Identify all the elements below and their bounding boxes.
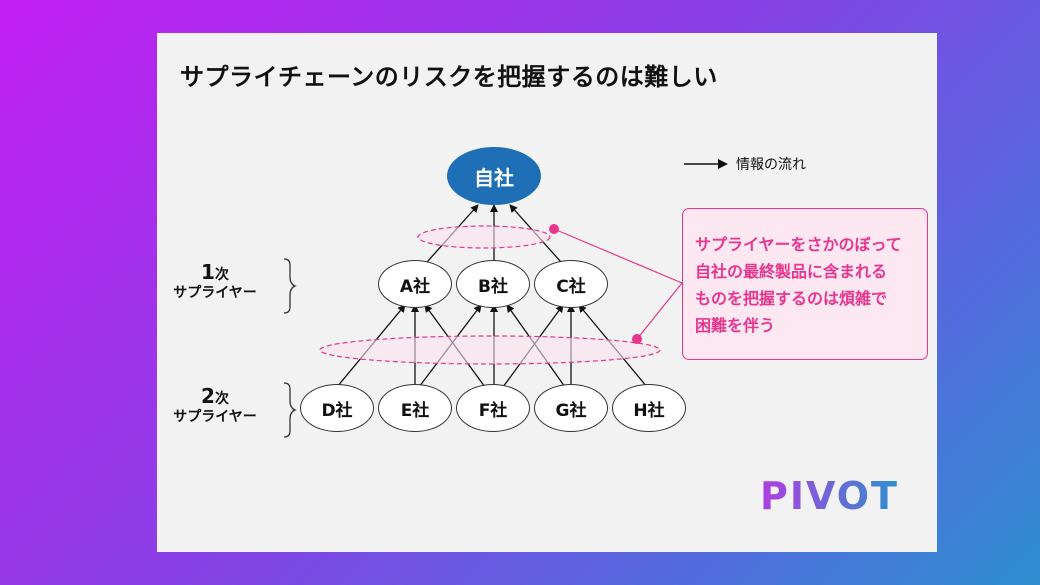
tier2-suffix: 次 bbox=[214, 391, 229, 407]
arrow-right-icon bbox=[684, 159, 728, 169]
slide-title: サプライチェーンのリスクを把握するのは難しい bbox=[180, 63, 718, 91]
callout-line: サプライヤーをさかのぼって bbox=[695, 235, 902, 254]
tier1-text: サプライヤー bbox=[173, 285, 257, 301]
node-self: 自社 bbox=[447, 147, 541, 205]
pivot-logo: PIVOT bbox=[760, 474, 908, 518]
tier1-brace bbox=[283, 258, 297, 314]
tier2-number: 2 bbox=[201, 384, 215, 408]
tier2-label: 2次 サプライヤー bbox=[159, 384, 271, 426]
callout-connectors bbox=[553, 228, 683, 340]
node-f: F社 bbox=[456, 384, 530, 432]
callout-line: ものを把握するのは煩雑で bbox=[695, 289, 888, 308]
logo-text: PIVOT bbox=[760, 474, 899, 518]
node-h: H社 bbox=[612, 384, 686, 432]
node-a: A社 bbox=[378, 260, 452, 308]
connector-dot-lower bbox=[632, 334, 642, 344]
tier1-suffix: 次 bbox=[214, 267, 229, 283]
pivot-logo-mark: PIVOT bbox=[760, 474, 899, 518]
supply-chain-diagram bbox=[283, 204, 683, 438]
tier1-number: 1 bbox=[201, 260, 215, 284]
node-e: E社 bbox=[378, 384, 452, 432]
node-b: B社 bbox=[456, 260, 530, 308]
tier2-brace bbox=[283, 382, 297, 438]
slide: サプライチェーンのリスクを把握するのは難しい bbox=[157, 33, 937, 552]
callout-box: サプライヤーをさかのぼって 自社の最終製品に含まれる ものを把握するのは煩雑で … bbox=[682, 208, 928, 360]
node-g: G社 bbox=[534, 384, 608, 432]
node-d: D社 bbox=[300, 384, 374, 432]
highlight-ellipse-upper bbox=[417, 225, 551, 249]
callout-line: 自社の最終製品に含まれる bbox=[695, 262, 888, 281]
connector-dot-upper bbox=[549, 224, 559, 234]
tier1-label: 1次 サプライヤー bbox=[159, 260, 271, 302]
callout-line: 困難を伴う bbox=[695, 316, 776, 335]
legend: 情報の流れ bbox=[684, 154, 806, 174]
highlight-ellipse-lower bbox=[319, 335, 661, 365]
tier2-text: サプライヤー bbox=[173, 409, 257, 425]
node-c: C社 bbox=[534, 260, 608, 308]
legend-label: 情報の流れ bbox=[736, 157, 806, 173]
